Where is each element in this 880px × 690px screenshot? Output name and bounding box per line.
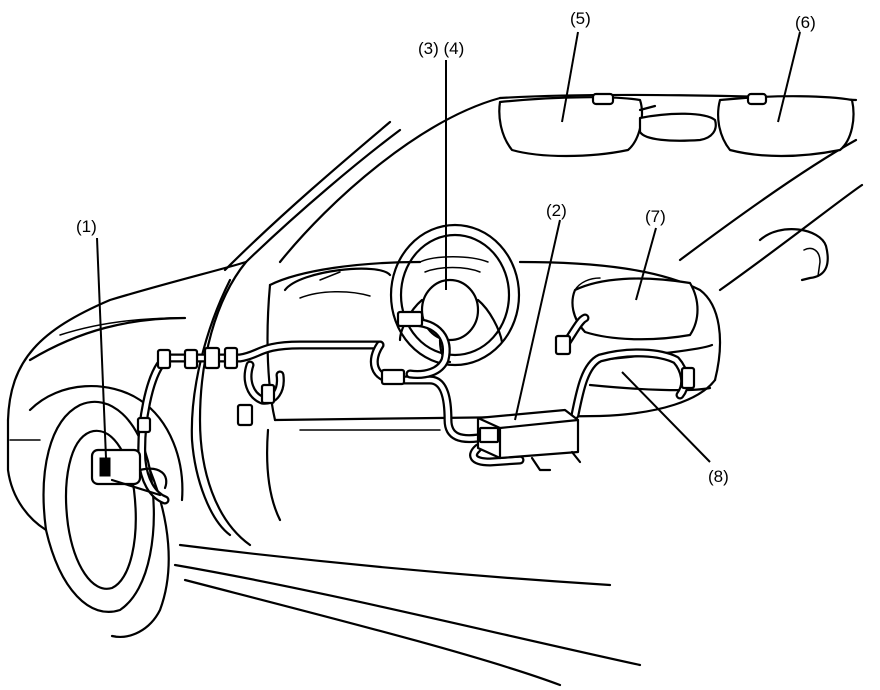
callout-6: (6) [795, 13, 816, 32]
leader-1 [96, 237, 107, 459]
callout-7: (7) [645, 207, 666, 226]
leader-6 [777, 31, 801, 123]
steering-wheel [389, 223, 521, 367]
rearview-mirror [638, 112, 717, 142]
leader-7 [635, 227, 657, 301]
sun-visor-left [498, 92, 657, 158]
leader-5 [561, 31, 579, 123]
callout-3-4: (3) (4) [418, 39, 464, 58]
callout-2: (2) [546, 201, 567, 220]
leader-2 [514, 219, 561, 421]
leader-8 [621, 371, 711, 463]
airbag-control-unit [476, 408, 582, 472]
callout-8: (8) [708, 467, 729, 486]
callout-1: (1) [76, 217, 97, 236]
car-body-outline [6, 93, 864, 687]
callout-5: (5) [570, 9, 591, 28]
wiring-harness [137, 313, 690, 505]
passenger-airbag [571, 277, 699, 341]
front-crash-sensor [90, 448, 168, 497]
harness-connectors [136, 310, 696, 434]
leader-lines [96, 31, 801, 463]
sun-visor-right [717, 92, 855, 158]
